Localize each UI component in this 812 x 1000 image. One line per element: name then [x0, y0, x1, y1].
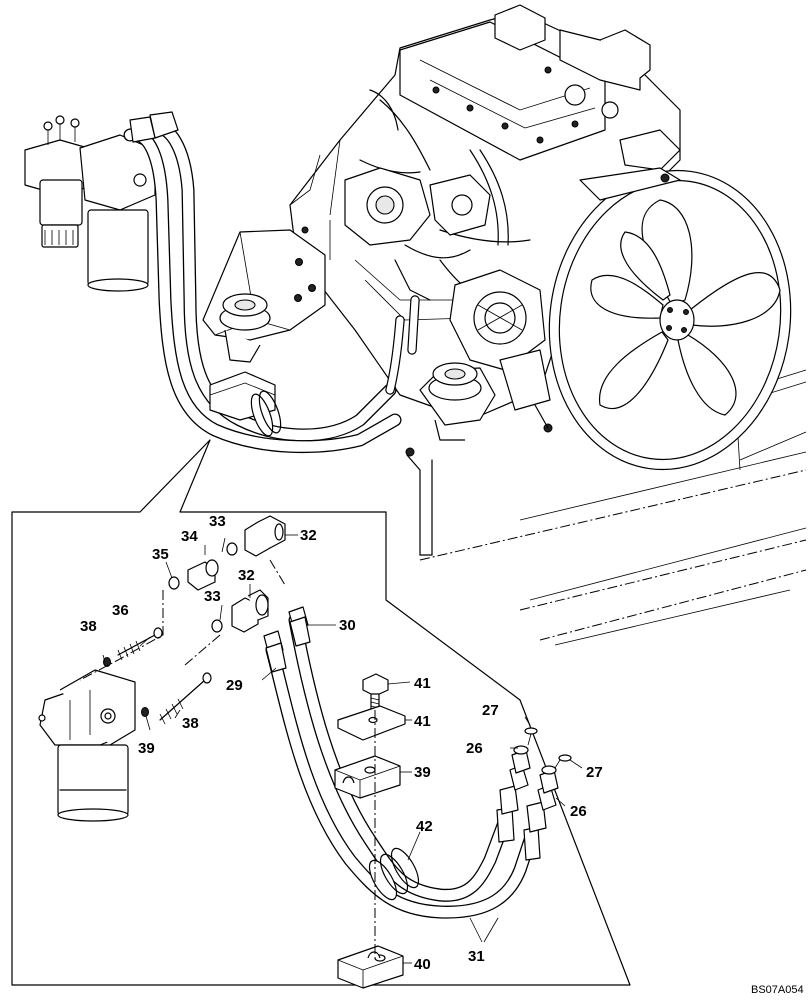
clamp-half-39b	[337, 945, 404, 989]
bolt-37	[159, 672, 212, 725]
o-ring-33a	[226, 542, 238, 556]
callout-41: 41	[414, 675, 431, 692]
detail-frame	[11, 439, 631, 986]
o-ring-27b	[558, 754, 572, 762]
callout-30: 30	[339, 617, 356, 634]
callout-27a: 27	[482, 702, 499, 719]
alternator	[449, 269, 553, 433]
engine-assembly	[289, 4, 807, 646]
callout-39a: 39	[414, 764, 431, 781]
callout-38b: 39	[138, 740, 155, 757]
callouts: 32 33 34 35 32 33 36 30 38 29 41 38 41 2…	[80, 513, 804, 996]
callout-34: 34	[181, 528, 198, 545]
fuel-filter-exploded	[38, 669, 136, 822]
callout-42: 42	[416, 818, 433, 835]
callout-26a: 26	[466, 740, 483, 757]
callout-35: 35	[152, 546, 169, 563]
o-ring-33b	[211, 619, 223, 633]
callout-39b: 40	[414, 956, 431, 973]
leader-lines	[102, 534, 583, 964]
callout-26b: 26	[570, 803, 587, 820]
engine-mount-right	[419, 362, 496, 441]
grommet-42	[368, 847, 420, 901]
elbow-32a	[244, 515, 286, 557]
figure-reference-code: BS07A054	[751, 984, 804, 996]
filter-hardware	[79, 515, 286, 725]
chassis-frame	[419, 369, 807, 646]
callout-36: 36	[112, 602, 129, 619]
fitting-34	[187, 559, 219, 591]
callout-31: 31	[468, 948, 485, 965]
washer-38a	[103, 657, 111, 667]
elbow-32b	[231, 589, 269, 633]
bolt-41	[362, 673, 389, 711]
adapter-26b	[537, 765, 559, 811]
callout-38a: 38	[80, 618, 97, 635]
cooling-fan	[548, 167, 792, 471]
adapter-26a	[509, 745, 531, 791]
callout-37: 38	[182, 715, 199, 732]
callout-33a: 33	[209, 513, 226, 530]
installed-fuel-hoses	[123, 111, 433, 556]
clamp-half-39a	[334, 755, 401, 799]
washer-38b	[141, 707, 149, 717]
engine-mount-left	[202, 226, 326, 363]
fuel-filter-installed	[24, 115, 156, 292]
o-ring-27a	[524, 727, 538, 735]
o-ring-35	[168, 576, 180, 590]
callout-33b: 33	[204, 588, 221, 605]
callout-40: 41	[414, 713, 431, 730]
callout-27b: 27	[586, 764, 603, 781]
callout-32b: 32	[238, 567, 255, 584]
callout-32a: 32	[300, 527, 317, 544]
clamp-stack	[334, 673, 420, 989]
hose-assembly	[263, 606, 547, 919]
adapters	[509, 727, 572, 811]
callout-29: 29	[226, 677, 243, 694]
bolt-36	[117, 627, 163, 661]
